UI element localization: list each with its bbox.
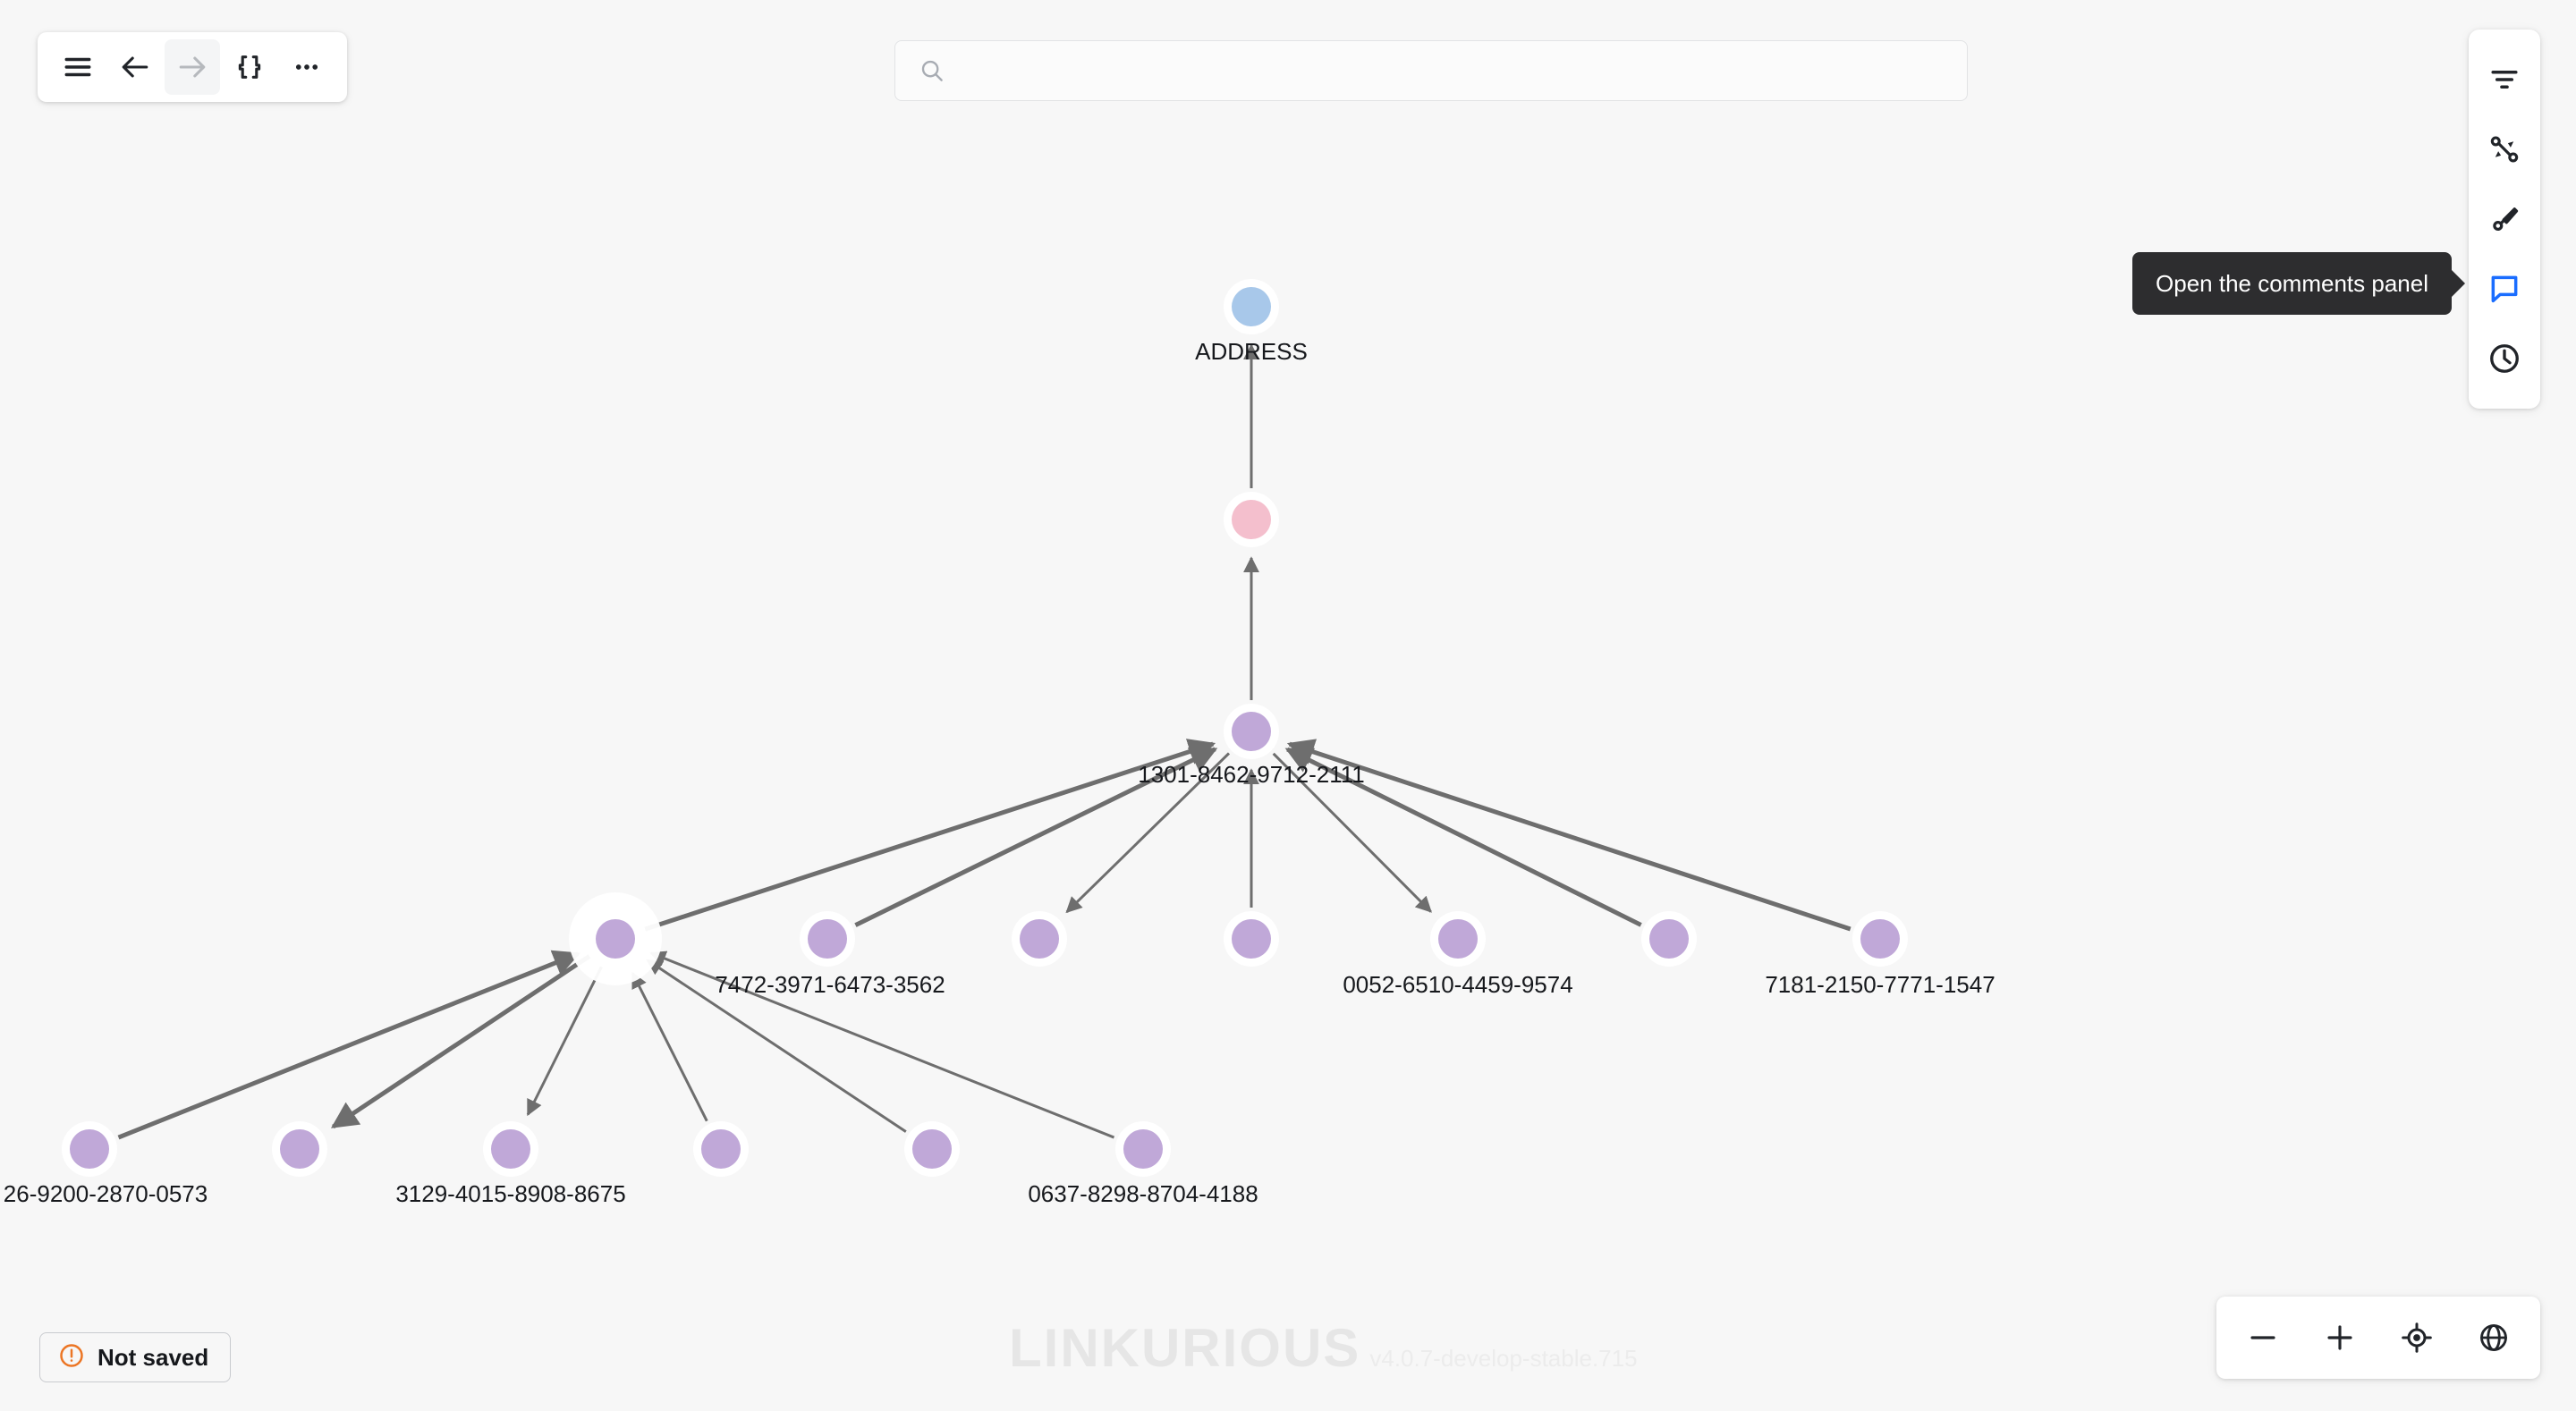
- graph-layout-button[interactable]: [2472, 115, 2537, 183]
- right-vertical-toolbar: [2469, 30, 2540, 409]
- graph-labels-layer: ADDRESS 1301-8462-9712-2111 7472-3971-6473…: [4, 338, 1996, 1207]
- graph-node[interactable]: [912, 1129, 952, 1169]
- zoom-controls: [2216, 1297, 2540, 1379]
- graph-edges-layer: [117, 343, 1852, 1140]
- save-status-label: Not saved: [97, 1343, 209, 1371]
- comment-icon: [2487, 272, 2521, 306]
- globe-icon: [2478, 1322, 2510, 1354]
- filter-button[interactable]: [2472, 46, 2537, 114]
- graph-node[interactable]: [491, 1129, 530, 1169]
- design-button[interactable]: [2472, 185, 2537, 253]
- arrow-right-icon: [177, 52, 208, 82]
- graph-node-label: 3129-4015-8908-8675: [395, 1180, 625, 1207]
- search-input[interactable]: [960, 56, 1967, 85]
- menu-icon: [63, 52, 93, 82]
- alert-circle-icon: [58, 1342, 85, 1373]
- graph-edge[interactable]: [649, 951, 1115, 1139]
- geo-mode-button[interactable]: [2460, 1305, 2528, 1370]
- graph-node[interactable]: [1232, 287, 1271, 326]
- history-button[interactable]: [2472, 325, 2537, 393]
- more-options-button[interactable]: [279, 39, 335, 95]
- graph-edge[interactable]: [1284, 747, 1642, 927]
- search-icon: [919, 57, 945, 84]
- graph-node[interactable]: [1232, 712, 1271, 751]
- graph-node[interactable]: [1860, 919, 1900, 959]
- graph-node[interactable]: [1020, 919, 1059, 959]
- graph-node-label: ADDRESS: [1195, 338, 1308, 365]
- zoom-in-icon: [2324, 1322, 2356, 1354]
- graph-node-label: 26-9200-2870-0573: [4, 1180, 208, 1207]
- graph-node[interactable]: [1649, 919, 1689, 959]
- graph-edge[interactable]: [646, 959, 907, 1133]
- forward-button[interactable]: [165, 39, 220, 95]
- recenter-button[interactable]: [2383, 1305, 2451, 1370]
- brush-icon: [2488, 203, 2521, 235]
- graph-nodes-layer[interactable]: [70, 287, 1900, 1169]
- graph-edge[interactable]: [526, 966, 603, 1117]
- graph-node[interactable]: [808, 919, 847, 959]
- graph-node-label: 0637-8298-8704-4188: [1028, 1180, 1258, 1207]
- graph-edge[interactable]: [1065, 752, 1231, 914]
- clock-icon: [2487, 342, 2521, 376]
- ellipsis-icon: [292, 52, 322, 82]
- query-button[interactable]: [222, 39, 277, 95]
- graph-edge[interactable]: [1286, 739, 1852, 932]
- graph-node-label: 7181-2150-7771-1547: [1765, 971, 1995, 998]
- save-status-badge[interactable]: Not saved: [39, 1332, 232, 1382]
- curly-braces-icon: [234, 52, 265, 82]
- graph-node[interactable]: [701, 1129, 741, 1169]
- filter-icon: [2488, 63, 2521, 96]
- graph-node[interactable]: [596, 919, 635, 959]
- zoom-out-button[interactable]: [2229, 1305, 2297, 1370]
- graph-node[interactable]: [1123, 1129, 1163, 1169]
- graph-icon: [2488, 133, 2521, 165]
- graph-edge[interactable]: [631, 971, 708, 1122]
- graph-node[interactable]: [70, 1129, 109, 1169]
- arrow-left-icon: [120, 52, 150, 82]
- back-button[interactable]: [107, 39, 163, 95]
- graph-edge[interactable]: [1272, 752, 1432, 913]
- graph-node-label: 0052-6510-4459-9574: [1343, 971, 1572, 998]
- graph-edge[interactable]: [330, 954, 591, 1129]
- graph-edge[interactable]: [644, 739, 1216, 932]
- graph-halos-layer: [62, 279, 1908, 1177]
- zoom-in-button[interactable]: [2306, 1305, 2374, 1370]
- graph-node[interactable]: [1232, 500, 1271, 539]
- top-left-toolbar: [38, 32, 347, 102]
- zoom-out-icon: [2247, 1322, 2279, 1354]
- graph-node[interactable]: [280, 1129, 319, 1169]
- graph-node-label: 7472-3971-6473-3562: [715, 971, 945, 998]
- comments-button[interactable]: [2472, 255, 2537, 323]
- search-bar[interactable]: [894, 40, 1968, 101]
- graph-node[interactable]: [1232, 919, 1271, 959]
- recenter-icon: [2401, 1322, 2433, 1354]
- graph-edge[interactable]: [117, 950, 580, 1140]
- graph-node[interactable]: [1438, 919, 1478, 959]
- graph-edge[interactable]: [854, 747, 1218, 927]
- graph-node-label: 1301-8462-9712-2111: [1138, 761, 1364, 788]
- menu-button[interactable]: [50, 39, 106, 95]
